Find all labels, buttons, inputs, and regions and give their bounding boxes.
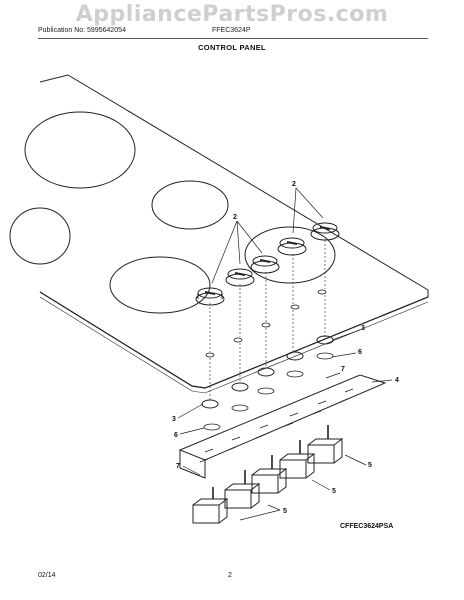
- burner-large: [109, 256, 211, 314]
- bezels: [201, 335, 334, 409]
- watermark-text: AppliancePartsPros.com: [75, 2, 389, 27]
- section-title: CONTROL PANEL: [198, 43, 266, 52]
- callout-clip-right: 6: [358, 349, 362, 356]
- callout-bezel-right: 3: [361, 325, 365, 332]
- model-number: FFEC3624P: [212, 27, 251, 34]
- callout-screw-right: 7: [341, 366, 345, 373]
- burner-middle: [151, 180, 229, 230]
- knob: [225, 268, 255, 287]
- callout-bezel-left: 3: [172, 416, 176, 423]
- bracket-marks: [199, 388, 354, 463]
- callout-knob-right: 2: [292, 181, 296, 188]
- callout-switch-bottom: 5: [283, 508, 287, 515]
- callout-bracket: 4: [395, 377, 399, 384]
- page-number: 2: [228, 572, 232, 579]
- burner-left: [9, 207, 71, 265]
- callout-switch-right: 5: [368, 462, 372, 469]
- leader-lines: [177, 187, 393, 521]
- header-rule: [38, 38, 428, 39]
- callout-clip-left: 6: [174, 432, 178, 439]
- knob: [195, 287, 225, 306]
- callout-screw-left: 7: [176, 463, 180, 470]
- diagram-code: CFFEC3624PSA: [340, 523, 394, 530]
- cooktop-edge: [39, 291, 429, 389]
- callout-switch-middle: 5: [332, 488, 336, 495]
- glass-holes: [205, 289, 327, 358]
- callout-knob-left: 2: [233, 214, 237, 221]
- knob: [250, 255, 280, 274]
- burner-knob-zone: [244, 226, 336, 284]
- publication-number: Publication No: 5995642054: [38, 27, 126, 34]
- spring-clips: [203, 352, 334, 431]
- switches: [192, 425, 344, 524]
- mounting-bracket: [178, 374, 387, 461]
- knob-group-top: [195, 222, 340, 306]
- knob: [277, 237, 307, 256]
- footer-date: 02/14: [38, 572, 56, 579]
- burner-top-left: [24, 111, 136, 189]
